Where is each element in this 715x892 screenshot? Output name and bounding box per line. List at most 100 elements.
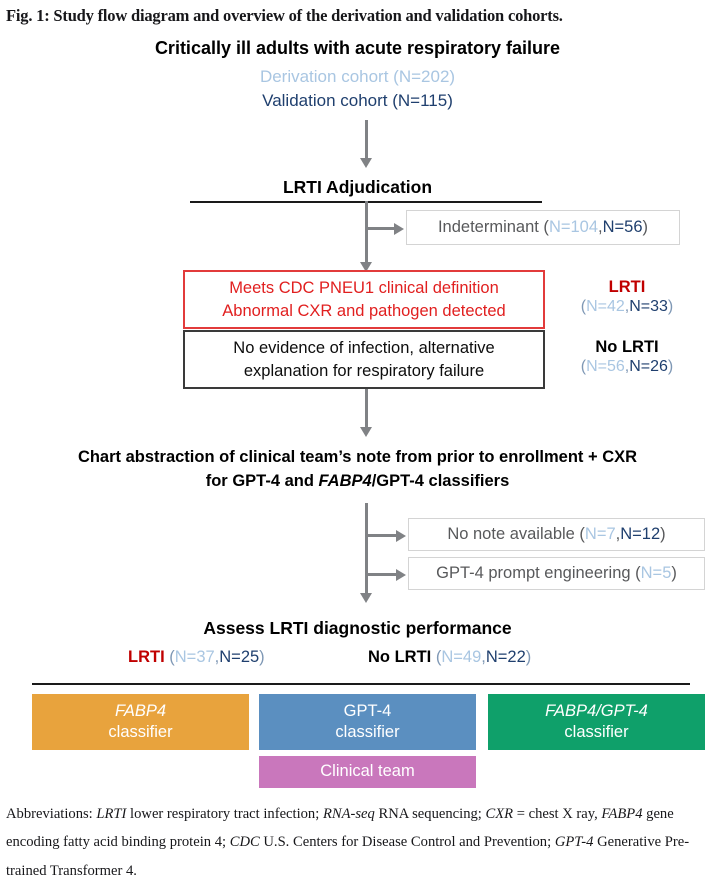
assessment-no-lrti-separator: , bbox=[481, 648, 486, 666]
lrti-group-separator: , bbox=[624, 298, 630, 315]
no-note-n-validation: N=12 bbox=[620, 525, 661, 543]
clinical-team-box: Clinical team bbox=[259, 756, 476, 788]
adjudication-header: LRTI Adjudication bbox=[282, 177, 433, 197]
arrow-adjudication-stem bbox=[365, 201, 368, 265]
no-lrti-definition-line2: explanation for respiratory failure bbox=[243, 361, 485, 380]
arrow-definitions-to-abstraction bbox=[365, 389, 368, 429]
lrti-definition-box: Meets CDC PNEU1 clinical definition Abno… bbox=[183, 270, 545, 329]
arrowhead-abstraction-to-assessment bbox=[360, 593, 372, 603]
assessment-lrti-n-derivation: N=37 bbox=[174, 648, 215, 666]
footer-def-fabp4: gene encoding fatty acid binding protein… bbox=[6, 806, 674, 851]
arrowhead-cohorts-to-adjudication bbox=[360, 158, 372, 168]
arrow-abstraction-stem bbox=[365, 503, 368, 596]
footer-def-rnaseq: RNA sequencing; bbox=[374, 806, 486, 822]
classifier-box-gpt4: GPT-4 classifier bbox=[259, 694, 476, 750]
classifier-box-fabp4-gpt4: FABP4/GPT-4 classifier bbox=[488, 694, 705, 750]
arrow-cohorts-to-adjudication bbox=[365, 120, 368, 160]
assessment-lrti-close-paren: ) bbox=[259, 648, 265, 666]
footer-abbr-cdc: CDC bbox=[229, 834, 260, 851]
arrowhead-to-indeterminant bbox=[394, 223, 404, 235]
no-note-box: No note available (N=7,N=12) bbox=[408, 518, 705, 551]
indeterminant-n-derivation: N=104 bbox=[548, 218, 599, 236]
assessment-no-lrti-title: No LRTI bbox=[368, 648, 432, 666]
assessment-no-lrti-open-paren: ( bbox=[431, 648, 442, 666]
indeterminant-box: Indeterminant (N=104,N=56) bbox=[406, 210, 680, 245]
classifier-box-fabp4: FABP4 classifier bbox=[32, 694, 249, 750]
arrowhead-adjudication-to-definitions bbox=[360, 262, 372, 272]
lrti-group-close-paren: ) bbox=[667, 298, 674, 315]
classifier-gpt4-sub: classifier bbox=[335, 723, 400, 741]
classifier-fabp4-sub: classifier bbox=[108, 723, 173, 741]
no-note-separator: , bbox=[615, 525, 621, 543]
abstraction-line2-italic: FABP4 bbox=[318, 471, 372, 490]
classifier-fabp4-gpt4-name: FABP4/GPT-4 bbox=[545, 701, 648, 722]
assessment-lrti-title: LRTI bbox=[128, 648, 165, 666]
indeterminant-close-paren: ) bbox=[642, 218, 649, 236]
assessment-no-lrti-n-validation: N=22 bbox=[485, 648, 526, 666]
abstraction-header: Chart abstraction of clinical team’s not… bbox=[0, 446, 715, 494]
classifier-fabp4-name: FABP4 bbox=[114, 701, 167, 720]
classifiers-rule bbox=[32, 683, 690, 685]
top-header: Critically ill adults with acute respira… bbox=[154, 38, 561, 58]
indeterminant-separator: , bbox=[598, 218, 603, 236]
assessment-lrti-open-paren: ( bbox=[164, 648, 175, 666]
assessment-no-lrti-close-paren: ) bbox=[525, 648, 532, 666]
arrow-to-indeterminant bbox=[365, 227, 395, 230]
classifier-gpt4-name: GPT-4 bbox=[343, 701, 392, 720]
validation-cohort-label: Validation cohort (N=115) bbox=[262, 91, 453, 110]
assessment-lrti-counts: LRTI (N=37,N=25) bbox=[128, 648, 265, 667]
abstraction-line2-pre: for GPT-4 and bbox=[205, 471, 319, 490]
prompt-engineering-box: GPT-4 prompt engineering (N=5) bbox=[408, 557, 705, 590]
no-note-label: No note available ( bbox=[447, 525, 585, 543]
no-lrti-group-close-paren: ) bbox=[667, 358, 674, 375]
footer-abbr-lrti: LRTI bbox=[96, 806, 127, 822]
lrti-group-label: LRTI (N=42,N=33) bbox=[552, 278, 702, 316]
abstraction-line2: for GPT-4 and FABP4/GPT-4 classifiers bbox=[0, 470, 715, 494]
no-lrti-group-n-derivation: N=56 bbox=[586, 358, 625, 375]
footer-def-gpt4: Generative Pre-trained Transformer 4. bbox=[6, 834, 690, 879]
footer-def-cdc: U.S. Centers for Disease Control and Pre… bbox=[259, 834, 555, 851]
footer-abbr-cxr: CXR bbox=[485, 806, 514, 822]
clinical-team-label: Clinical team bbox=[320, 762, 415, 781]
no-lrti-definition-line1: No evidence of infection, alternative bbox=[233, 339, 495, 358]
assessment-no-lrti-counts: No LRTI (N=49,N=22) bbox=[368, 648, 531, 667]
assessment-no-lrti-n-derivation: N=49 bbox=[441, 648, 482, 666]
figure-title: Fig. 1: Study flow diagram and overview … bbox=[6, 6, 563, 25]
lrti-definition-line1: Meets CDC PNEU1 clinical definition bbox=[229, 279, 499, 298]
indeterminant-n-validation: N=56 bbox=[602, 218, 643, 236]
lrti-group-n-validation: N=33 bbox=[629, 298, 668, 315]
no-lrti-definition-box: No evidence of infection, alternative ex… bbox=[183, 330, 545, 389]
indeterminant-label: Indeterminant ( bbox=[437, 218, 549, 236]
footer-lead: Abbreviations: bbox=[6, 806, 97, 822]
lrti-group-open-paren: ( bbox=[580, 298, 587, 315]
abstraction-line2-post: /GPT-4 classifiers bbox=[371, 471, 510, 490]
classifier-fabp4-gpt4-sub: classifier bbox=[564, 723, 629, 741]
no-lrti-group-label: No LRTI (N=56,N=26) bbox=[552, 338, 702, 376]
footer-abbr-gpt4: GPT-4 bbox=[554, 834, 594, 851]
arrowhead-to-prompt-engineering bbox=[396, 569, 406, 581]
arrowhead-definitions-to-abstraction bbox=[360, 427, 372, 437]
prompt-engineering-close-paren: ) bbox=[671, 564, 677, 582]
no-lrti-group-open-paren: ( bbox=[580, 358, 587, 375]
lrti-group-title: LRTI bbox=[608, 278, 646, 296]
arrow-to-no-note bbox=[365, 534, 397, 537]
footer-abbr-rnaseq: RNA-seq bbox=[322, 806, 375, 822]
lrti-group-n-derivation: N=42 bbox=[586, 298, 625, 315]
no-lrti-group-n-validation: N=26 bbox=[629, 358, 668, 375]
abbreviations-footer: Abbreviations: LRTI lower respiratory tr… bbox=[6, 800, 706, 885]
derivation-cohort-label: Derivation cohort (N=202) bbox=[259, 67, 456, 86]
footer-abbr-fabp4: FABP4 bbox=[601, 806, 643, 822]
assessment-lrti-separator: , bbox=[214, 648, 220, 666]
prompt-engineering-label: GPT-4 prompt engineering ( bbox=[436, 564, 641, 582]
abstraction-line1: Chart abstraction of clinical team’s not… bbox=[77, 448, 638, 466]
arrow-to-prompt-engineering bbox=[365, 573, 397, 576]
no-lrti-group-separator: , bbox=[624, 358, 630, 375]
footer-def-cxr: = chest X ray, bbox=[513, 806, 602, 822]
assessment-header: Assess LRTI diagnostic performance bbox=[203, 618, 512, 638]
classifier-fabp4-gpt4-name-text: FABP4/GPT-4 bbox=[545, 701, 648, 720]
no-note-close-paren: ) bbox=[660, 525, 666, 543]
prompt-engineering-n-derivation: N=5 bbox=[640, 564, 672, 582]
footer-def-lrti: lower respiratory tract infection; bbox=[126, 806, 323, 822]
arrowhead-to-no-note bbox=[396, 530, 406, 542]
assessment-lrti-n-validation: N=25 bbox=[219, 648, 260, 666]
